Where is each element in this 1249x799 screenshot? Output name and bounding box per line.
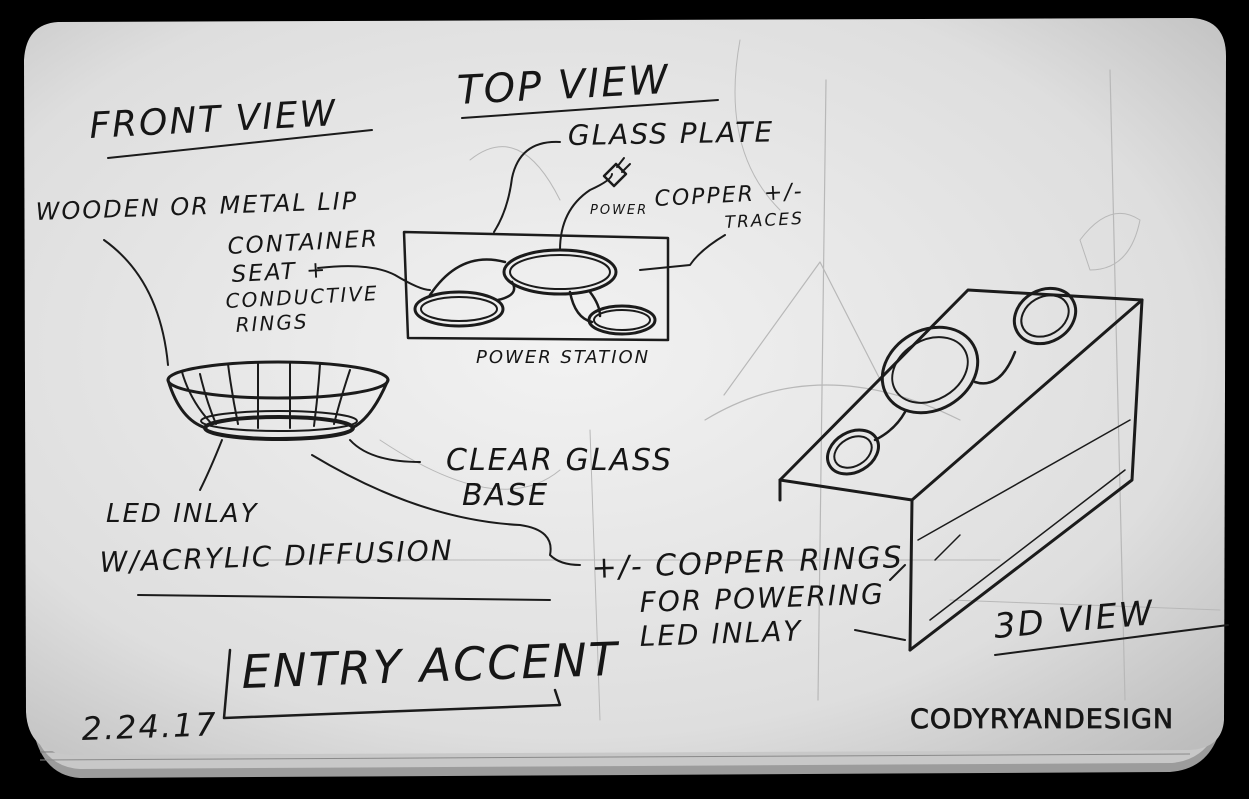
top-view-heading: TOP VIEW xyxy=(456,57,671,114)
labels: FRONT VIEW TOP VIEW GLASS PLATE WOODEN O… xyxy=(35,57,1156,748)
glass-plate-label: GLASS PLATE xyxy=(568,115,775,152)
traces-label: TRACES xyxy=(724,209,804,233)
base-label: BASE xyxy=(462,478,549,513)
sketch-date: 2.24.17 xyxy=(81,705,218,748)
watermark-text: CODYRYANDESIGN xyxy=(910,704,1174,735)
paper-sheet xyxy=(24,18,1226,755)
leader-lines xyxy=(103,99,1229,720)
power-label: POWER xyxy=(590,203,648,218)
front-view-bowl xyxy=(166,360,390,441)
three-d-view-block xyxy=(778,286,1144,652)
power-station-label: POWER STATION xyxy=(476,347,650,368)
copper-rings-label-line3: LED INLAY xyxy=(639,614,803,653)
construction-lines xyxy=(159,39,1221,721)
container-label-line4: RINGS xyxy=(235,309,309,337)
led-inlay-label: LED INLAY xyxy=(106,499,259,529)
clear-glass-label: CLEAR GLASS xyxy=(446,443,673,478)
entry-accent-title: ENTRY ACCENT xyxy=(240,632,621,699)
container-label-line2: SEAT + xyxy=(231,257,328,288)
top-view-power-station xyxy=(317,140,726,342)
